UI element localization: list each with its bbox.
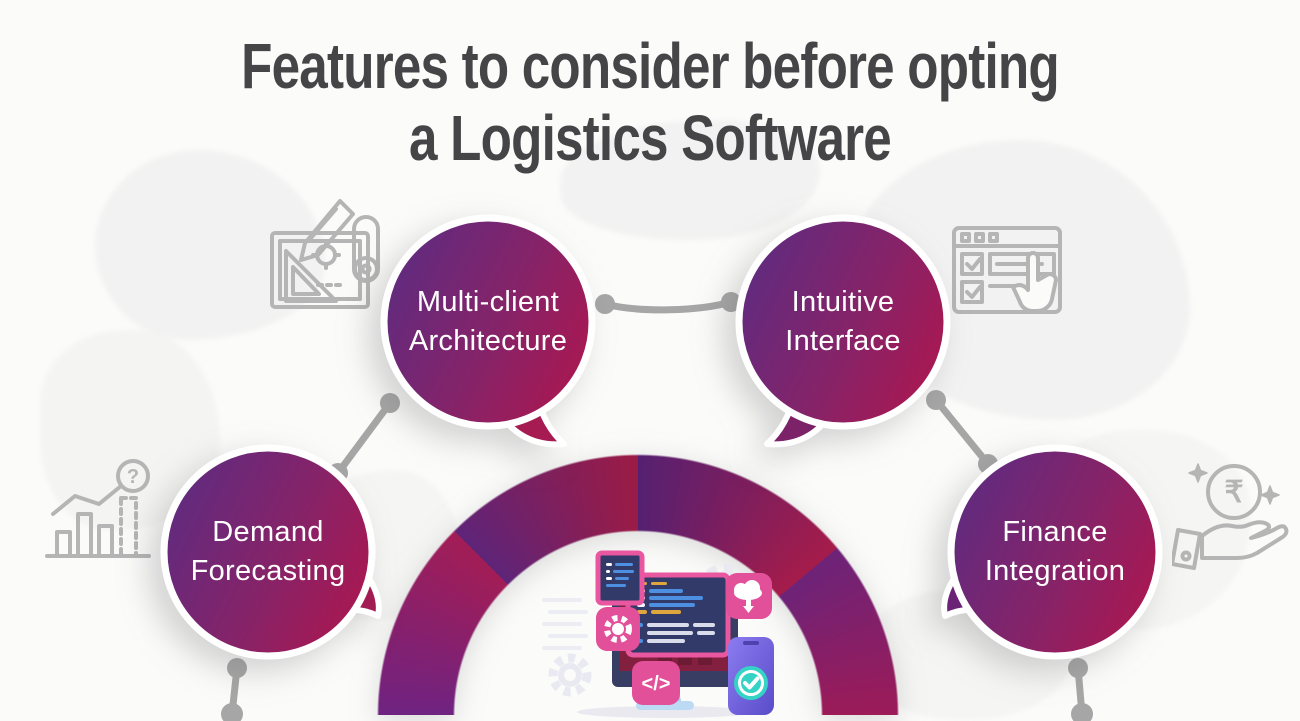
bar-chart-forecast-icon: ? [45, 458, 159, 566]
checklist-interface-icon [950, 220, 1064, 334]
code-tag-glyph: </> [642, 673, 671, 695]
connector-right-diagonal [926, 390, 998, 474]
title-line-2: a Logistics Software [409, 102, 892, 174]
connector-bottom-right [1068, 658, 1093, 721]
rupee-hand-icon: ₹ [1172, 458, 1294, 572]
question-mark-glyph: ? [127, 466, 139, 488]
feature-bubble-finance-integration: Finance Integration [935, 432, 1175, 702]
title-line-1: Features to consider before opting [241, 30, 1060, 102]
feature-bubble-multi-client-architecture: Multi-client Architecture [368, 202, 608, 472]
mini-code-panel [595, 550, 645, 606]
feature-bubble-demand-forecasting: Demand Forecasting [148, 432, 388, 702]
blueprint-architecture-icon [266, 197, 382, 321]
software-development-illustration: </> [542, 550, 774, 718]
connector-bottom-left [221, 658, 247, 721]
code-tag-badge: </> [632, 661, 680, 705]
speed-lines [542, 598, 588, 650]
ground-shadow [577, 706, 753, 718]
connector-top-horizontal [595, 292, 741, 314]
feature-bubble-intuitive-interface: Intuitive Interface [723, 202, 963, 472]
gear-badge [596, 607, 640, 651]
mobile-phone-check [728, 637, 774, 715]
map-shape [560, 120, 820, 240]
page-title: Features to consider before opting a Log… [130, 30, 1170, 174]
rupee-glyph: ₹ [1224, 476, 1243, 509]
cloud-download-badge [726, 573, 772, 619]
